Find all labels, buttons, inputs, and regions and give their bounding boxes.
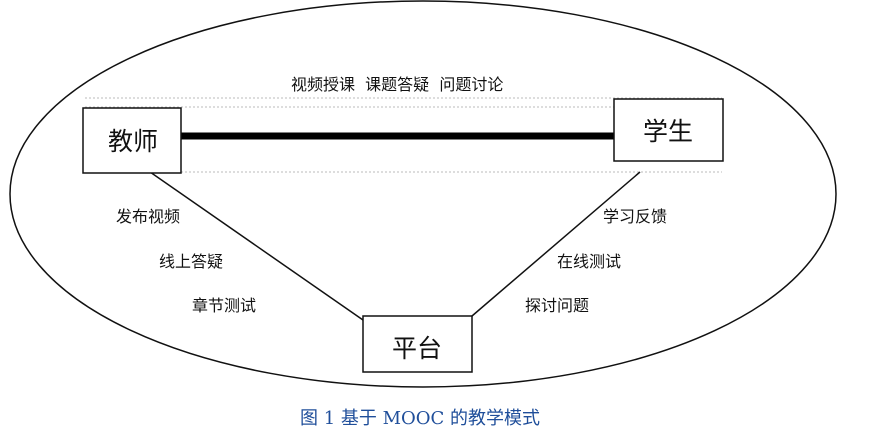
teacher-box (82, 107, 182, 174)
interaction-label: 视频授课 课题答疑 问题讨论 (291, 75, 503, 94)
teacher-platform-connector (126, 155, 364, 321)
platform-box (362, 315, 473, 373)
teacher-label: 教师 (108, 127, 158, 156)
outer-ellipse (9, 0, 837, 388)
student-label: 学生 (643, 117, 693, 146)
label-publish-video: 发布视频 (116, 207, 180, 226)
platform-label: 平台 (392, 334, 442, 363)
student-box (613, 98, 724, 162)
label-online-qa: 线上答疑 (159, 252, 223, 271)
label-discuss-issues: 探讨问题 (525, 296, 589, 315)
label-chapter-test: 章节测试 (192, 296, 256, 315)
teaching-model-diagram: 教师 学生 平台 视频授课 课题答疑 问题讨论 发布视频 线上答疑 章节测试 学… (9, 0, 837, 388)
figure-caption: 图 1 基于 MOOC 的教学模式 (299, 408, 541, 429)
label-learning-feedback: 学习反馈 (603, 207, 667, 226)
student-platform-connector (471, 171, 641, 317)
label-online-test: 在线测试 (557, 252, 621, 271)
